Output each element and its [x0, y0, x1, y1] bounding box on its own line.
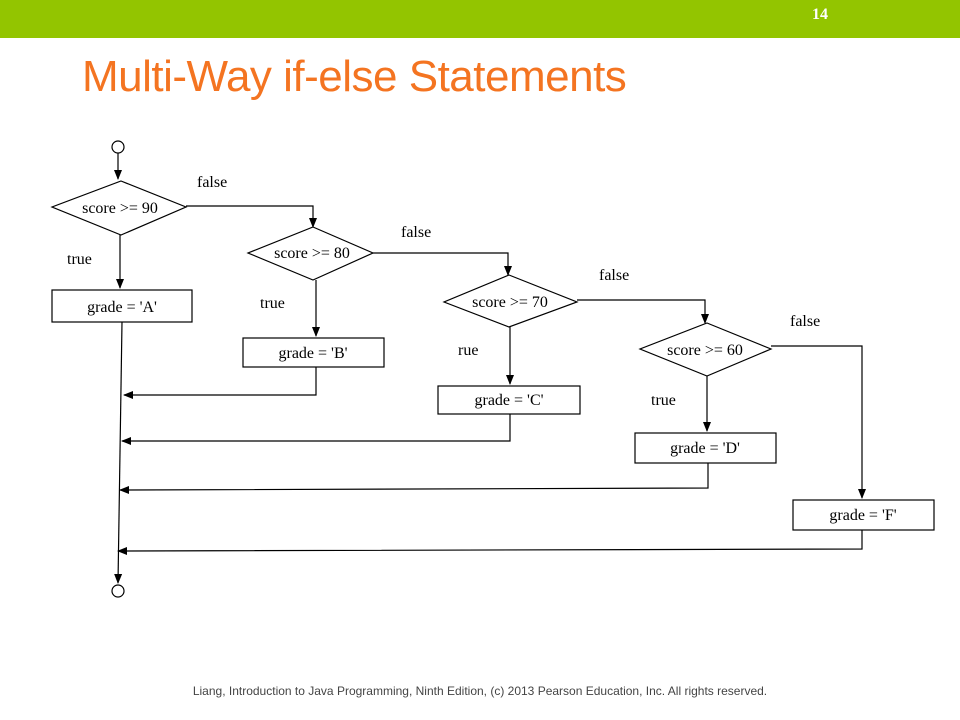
slide-number: 14 — [812, 6, 828, 23]
grade-d-text: grade = 'D' — [670, 440, 740, 457]
false-label-4: false — [790, 313, 820, 330]
true-label-1: true — [67, 251, 92, 268]
grade-a-box: grade = 'A' — [51, 289, 193, 323]
true-label-4: true — [651, 392, 676, 409]
slide-title: Multi-Way if-else Statements — [82, 52, 627, 101]
decision-2-text: score >= 80 — [274, 245, 350, 262]
grade-c-box: grade = 'C' — [437, 385, 581, 415]
true-label-3: rue — [458, 342, 478, 359]
end-node — [111, 584, 125, 598]
grade-a-text: grade = 'A' — [87, 299, 157, 316]
decision-3: score >= 70 — [442, 274, 579, 328]
top-bar — [0, 0, 960, 38]
start-node — [111, 140, 125, 154]
decision-3-text: score >= 70 — [472, 294, 548, 311]
false-label-3: false — [599, 267, 629, 284]
decision-4-text: score >= 60 — [667, 342, 743, 359]
decision-2: score >= 80 — [246, 226, 375, 281]
grade-d-box: grade = 'D' — [634, 432, 777, 464]
grade-f-text: grade = 'F' — [829, 507, 896, 524]
decision-1-text: score >= 90 — [82, 200, 158, 217]
false-label-1: false — [197, 174, 227, 191]
grade-f-box: grade = 'F' — [792, 499, 935, 531]
grade-b-text: grade = 'B' — [279, 345, 348, 362]
true-label-2: true — [260, 295, 285, 312]
false-label-2: false — [401, 224, 431, 241]
decision-4: score >= 60 — [638, 322, 773, 377]
grade-c-text: grade = 'C' — [475, 392, 544, 409]
footer-copyright: Liang, Introduction to Java Programming,… — [192, 684, 768, 698]
grade-b-box: grade = 'B' — [242, 337, 385, 368]
decision-1: score >= 90 — [50, 180, 188, 236]
